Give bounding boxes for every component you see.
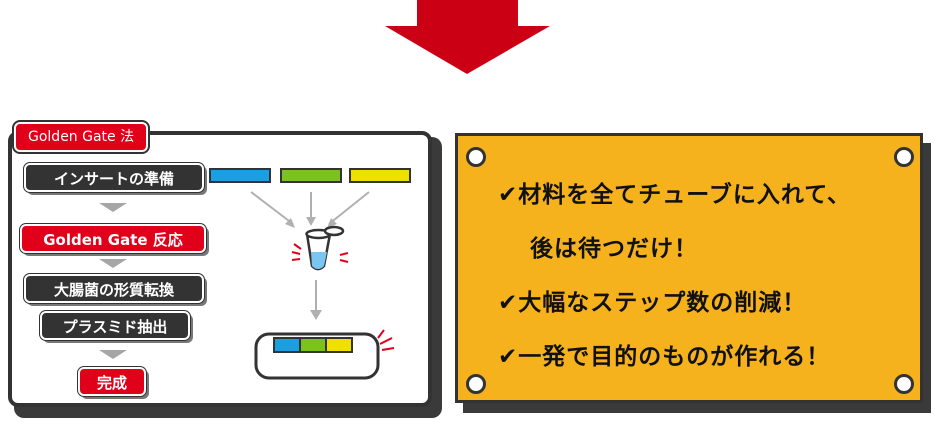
converge-arrows-icon — [250, 191, 370, 228]
step-golden-gate-reaction: Golden Gate 反応 — [20, 224, 206, 253]
step-insert-prep: インサートの準備 — [24, 163, 204, 192]
step-arrow-icon — [99, 259, 127, 268]
tube-icon — [291, 225, 349, 271]
step-transformation: 大腸菌の形質転換 — [24, 274, 204, 303]
step-arrow-icon — [99, 350, 127, 359]
step-plasmid-extraction: プラスミド抽出 — [40, 311, 190, 340]
benefits-board — [455, 133, 923, 403]
down-arrow-icon — [385, 0, 550, 74]
benefit-line-1-cont: 後は待つだけ！ — [530, 236, 698, 262]
rivet-icon — [894, 147, 914, 167]
benefit-line-1: ✔材料を全てチューブに入れて、 — [498, 182, 852, 208]
step-complete: 完成 — [78, 367, 146, 396]
benefit-line-3: ✔一発で目的のものが作れる！ — [498, 344, 831, 370]
step-arrow-icon — [99, 203, 127, 212]
rivet-icon — [466, 374, 486, 394]
plasmid-icon — [254, 329, 395, 380]
golden-gate-tag: Golden Gate 法 — [14, 122, 149, 152]
benefit-line-2: ✔大幅なステップ数の削減！ — [498, 290, 807, 316]
rivet-icon — [466, 147, 486, 167]
down-arrow-gray-icon — [310, 280, 322, 320]
insert-block-blue — [209, 168, 271, 183]
rivet-icon — [894, 374, 914, 394]
insert-block-green — [280, 168, 342, 183]
insert-block-yellow — [349, 168, 411, 183]
